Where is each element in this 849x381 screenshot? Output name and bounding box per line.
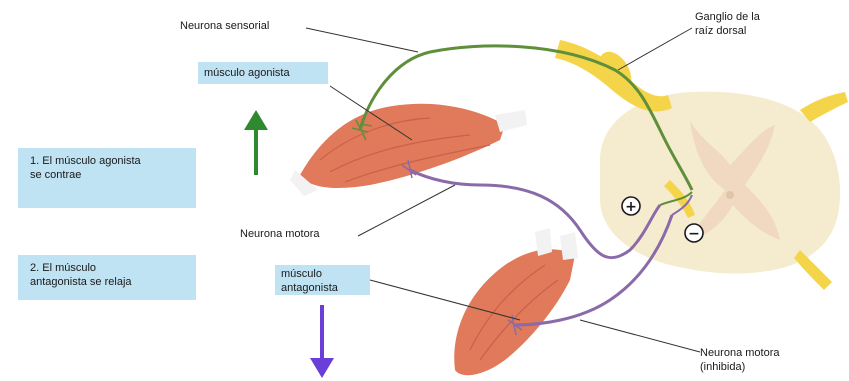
step-1-line1: 1. El músculo agonista — [30, 154, 184, 168]
agonist-muscle-text: músculo agonista — [204, 66, 322, 80]
agonist-muscle-label: músculo agonista — [198, 62, 328, 84]
inhibited-motor-neuron-label: Neurona motora (inhibida) — [700, 346, 780, 374]
step-2-box: 2. El músculo antagonista se relaja — [18, 255, 196, 300]
antagonist-muscle-label: músculo antagonista — [275, 265, 370, 295]
plus-sign: + — [625, 199, 637, 215]
antagonist-label-line2: antagonista — [281, 281, 364, 295]
step-2-line1: 2. El músculo — [30, 261, 184, 275]
arrow-up-icon — [244, 110, 268, 175]
ganglion-label-line2: raíz dorsal — [695, 24, 760, 38]
ganglion-label-line1: Ganglio de la — [695, 10, 760, 24]
antagonist-muscle — [454, 228, 578, 375]
step-1-box: 1. El músculo agonista se contrae — [18, 148, 196, 208]
motor-neuron-label: Neurona motora — [240, 228, 320, 241]
antagonist-label-line1: músculo — [281, 267, 364, 281]
ganglion-label: Ganglio de la raíz dorsal — [695, 10, 760, 38]
agonist-muscle — [290, 104, 527, 196]
inhibited-label-line1: Neurona motora — [700, 346, 780, 360]
inhibited-label-line2: (inhibida) — [700, 360, 780, 374]
step-2-line2: antagonista se relaja — [30, 275, 184, 289]
plus-symbol: + — [622, 197, 640, 215]
arrow-down-icon — [310, 305, 334, 378]
step-1-line2: se contrae — [30, 168, 184, 182]
minus-sign: − — [688, 226, 700, 242]
minus-symbol: − — [685, 224, 703, 242]
spinal-cord — [600, 92, 840, 274]
sensory-neuron-label: Neurona sensorial — [180, 20, 269, 33]
